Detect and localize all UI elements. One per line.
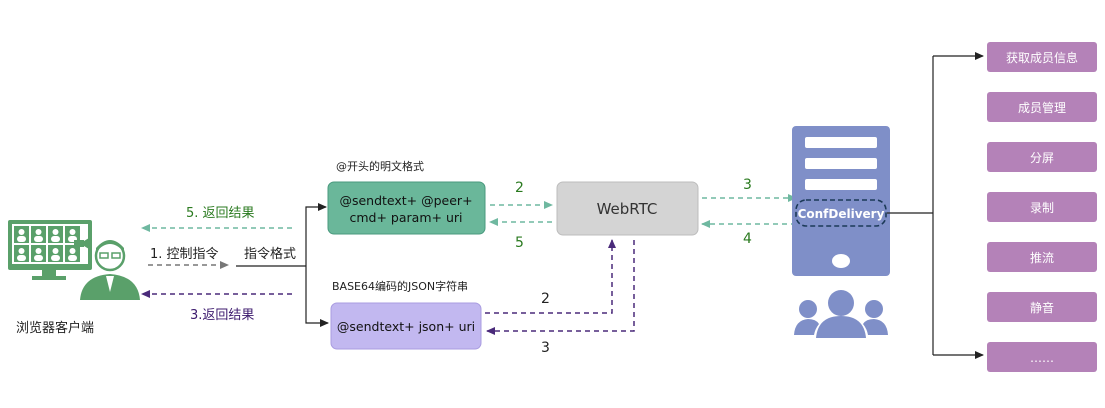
function-label: 推流: [1030, 251, 1054, 265]
function-label: 分屏: [1030, 151, 1054, 165]
function-label: ……: [1030, 351, 1054, 365]
confdelivery-dashed-box: [795, 199, 887, 227]
users-icon: [794, 290, 888, 338]
green-box-line1: @sendtext+ @peer+: [339, 193, 472, 208]
green-step-5: 5: [515, 235, 524, 251]
green-step-2: 2: [515, 180, 524, 196]
format-branch-up: [305, 203, 327, 266]
green-box-caption: @开头的明文格式: [336, 159, 424, 173]
return-result-purple-label: 3.返回结果: [190, 308, 254, 323]
return-result-green-label: 5. 返回结果: [186, 206, 255, 221]
function-label: 成员管理: [1018, 100, 1066, 115]
right-step-3: 3: [743, 177, 752, 193]
right-step-4: 4: [743, 231, 752, 247]
format-branch-down: [305, 266, 329, 327]
client-label: 浏览器客户端: [16, 320, 94, 336]
function-label: 获取成员信息: [1006, 50, 1078, 65]
function-box: [987, 242, 1097, 272]
purple-step-3: 3: [541, 340, 550, 356]
webrtc-box: [556, 181, 699, 236]
purple-box-text: @sendtext+ json+ uri: [337, 319, 475, 334]
json-format-box: [330, 302, 482, 350]
function-box: [987, 142, 1097, 172]
client-icon: [8, 220, 140, 300]
webrtc-label: WebRTC: [597, 200, 658, 218]
purple-box-caption: BASE64编码的JSON字符串: [332, 279, 468, 293]
function-box: [987, 292, 1097, 322]
webrtc-to-purple-arrow: [486, 240, 635, 335]
cmd-format-label: 指令格式: [244, 246, 296, 262]
function-box: [987, 192, 1097, 222]
confdelivery-label: ConfDelivery: [798, 207, 885, 221]
green-box-line2: cmd+ param+ uri: [350, 210, 463, 225]
function-label: 静音: [1030, 300, 1054, 315]
purple-to-webrtc-arrow: [485, 239, 616, 314]
function-box: [987, 342, 1097, 372]
plaintext-format-box: [327, 181, 486, 235]
function-box: [987, 42, 1097, 72]
purple-step-2: 2: [541, 291, 550, 307]
function-box: [987, 92, 1097, 122]
control-cmd-label: 1. 控制指令: [150, 247, 219, 262]
function-label: 录制: [1030, 201, 1054, 215]
